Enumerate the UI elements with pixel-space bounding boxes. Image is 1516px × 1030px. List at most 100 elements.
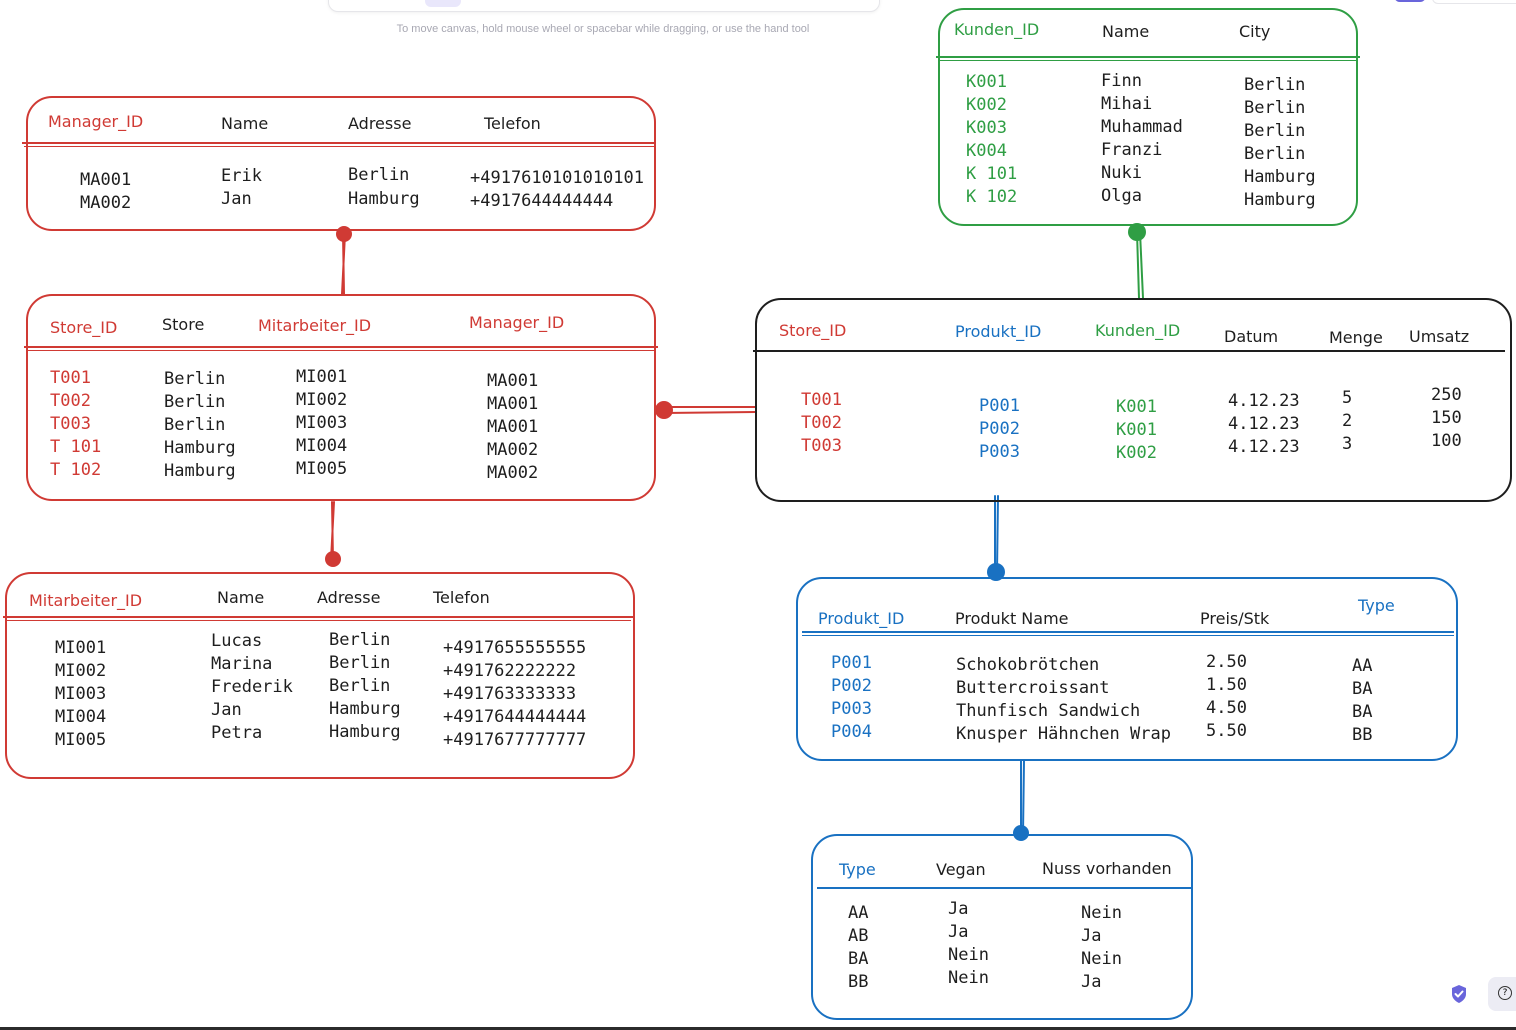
table-cell: Hamburg	[164, 438, 236, 458]
header-separator	[802, 631, 1454, 633]
table-cell: Frederik	[211, 677, 293, 697]
table-produkt[interactable]: Produkt_ID Produkt Name Preis/Stk Type P…	[796, 577, 1458, 761]
header-separator	[24, 146, 654, 147]
produkt-link-dot	[987, 563, 1005, 581]
table-cell: K002	[966, 95, 1007, 115]
table-cell: BB	[1352, 725, 1373, 745]
table-cell: Berlin	[348, 165, 410, 185]
table-cell: Muhammad	[1101, 117, 1183, 137]
header-separator	[3, 616, 633, 618]
store-umsatz-link	[663, 406, 757, 414]
table-cell: Berlin	[1244, 75, 1306, 95]
kunden-umsatz-link	[1136, 231, 1144, 299]
table-cell: T002	[50, 391, 91, 411]
table-cell: K 102	[966, 187, 1018, 207]
header-separator	[753, 350, 1505, 352]
umsatz-produkt-link	[994, 495, 999, 573]
table-cell: +4917610101010101	[470, 168, 644, 188]
table-cell: MA001	[80, 170, 132, 190]
column-header: Telefon	[484, 114, 541, 133]
column-header: Nuss vorhanden	[1042, 859, 1172, 878]
table-manager[interactable]: Manager_ID Name Adresse Telefon MA001 Er…	[22, 96, 656, 231]
table-store[interactable]: Store_ID Store Mitarbeiter_ID Manager_ID…	[24, 294, 658, 501]
table-cell: Schokobrötchen	[956, 655, 1100, 675]
table-cell: Berlin	[164, 415, 226, 435]
shield-check-icon[interactable]	[1449, 984, 1469, 1004]
column-header: Kunden_ID	[1095, 321, 1181, 340]
column-header: Store	[162, 315, 205, 334]
table-cell: MA001	[487, 394, 539, 414]
column-header: Produkt_ID	[818, 609, 905, 628]
column-header: Produkt Name	[955, 609, 1069, 628]
table-cell: Jan	[211, 700, 242, 720]
table-cell: Hamburg	[329, 699, 401, 719]
table-cell: P003	[979, 442, 1020, 462]
table-cell: 1.50	[1206, 675, 1247, 695]
header-separator	[24, 346, 658, 348]
table-cell: T001	[50, 368, 91, 388]
column-header: Mitarbeiter_ID	[29, 591, 143, 610]
header-separator	[5, 620, 631, 621]
table-cell: Thunfisch Sandwich	[956, 701, 1141, 721]
header-separator	[817, 887, 1191, 889]
table-cell: Petra	[211, 723, 263, 743]
table-cell: Berlin	[329, 653, 391, 673]
table-cell: K002	[1116, 443, 1157, 463]
help-button[interactable]: ?	[1488, 977, 1516, 1011]
table-cell: +4917644444444	[470, 191, 614, 211]
table-cell: 4.12.23	[1228, 391, 1300, 411]
table-cell: Franzi	[1101, 140, 1163, 160]
column-header: Produkt_ID	[955, 322, 1042, 341]
table-cell: MI001	[55, 638, 107, 658]
type-link-dot	[1013, 825, 1029, 841]
column-header: Type	[1358, 596, 1395, 615]
table-cell: 5	[1342, 388, 1353, 408]
column-header: Vegan	[936, 860, 986, 879]
table-umsatz[interactable]: Store_ID Produkt_ID Kunden_ID Datum Meng…	[753, 298, 1512, 502]
table-cell: K001	[1116, 420, 1157, 440]
table-cell: K004	[966, 141, 1007, 161]
share-button[interactable]	[1394, 0, 1426, 2]
table-cell: Marina	[211, 654, 273, 674]
table-cell: P003	[831, 699, 872, 719]
produkt-type-link	[1020, 759, 1025, 835]
table-cell: BA	[1352, 702, 1373, 722]
column-header: City	[1239, 22, 1271, 41]
table-mitarbeiter[interactable]: Mitarbeiter_ID Name Adresse Telefon MI00…	[3, 572, 635, 779]
table-type[interactable]: Type Vegan Nuss vorhanden AA Ja Nein AB …	[811, 834, 1193, 1020]
table-cell: Berlin	[1244, 98, 1306, 118]
column-header: Preis/Stk	[1200, 609, 1270, 628]
column-header: Type	[839, 860, 876, 879]
store-link-dot	[655, 401, 673, 419]
question-icon: ?	[1498, 986, 1512, 1000]
column-header: Adresse	[317, 588, 381, 607]
active-tool-indicator[interactable]	[425, 0, 461, 7]
table-cell: MI002	[55, 661, 107, 681]
table-cell: 4.50	[1206, 698, 1247, 718]
table-cell: BA	[1352, 679, 1373, 699]
table-cell: MA002	[80, 193, 132, 213]
table-cell: T003	[50, 414, 91, 434]
header-separator	[802, 635, 1454, 636]
table-cell: K003	[966, 118, 1007, 138]
table-cell: T002	[801, 413, 842, 433]
table-cell: MA002	[487, 463, 539, 483]
table-cell: MI002	[296, 390, 348, 410]
column-header: Name	[221, 114, 269, 133]
header-separator	[938, 60, 1358, 61]
table-cell: 5.50	[1206, 721, 1247, 741]
kunden-link-dot	[1128, 223, 1146, 241]
window-bottom-border	[0, 1027, 1516, 1030]
table-cell: Hamburg	[1244, 190, 1316, 210]
table-cell: MI004	[55, 707, 107, 727]
table-cell: P002	[831, 676, 872, 696]
table-cell: Berlin	[329, 630, 391, 650]
column-header: Store_ID	[779, 321, 847, 340]
column-header: Kunden_ID	[954, 20, 1040, 39]
table-cell: MI001	[296, 367, 348, 387]
column-header: Name	[1102, 22, 1150, 41]
table-cell: MI005	[296, 459, 348, 479]
table-cell: Knusper Hähnchen Wrap	[956, 724, 1171, 744]
table-kunden[interactable]: Kunden_ID Name City K001 Finn Berlin K00…	[936, 8, 1360, 226]
column-header: Adresse	[348, 114, 412, 133]
